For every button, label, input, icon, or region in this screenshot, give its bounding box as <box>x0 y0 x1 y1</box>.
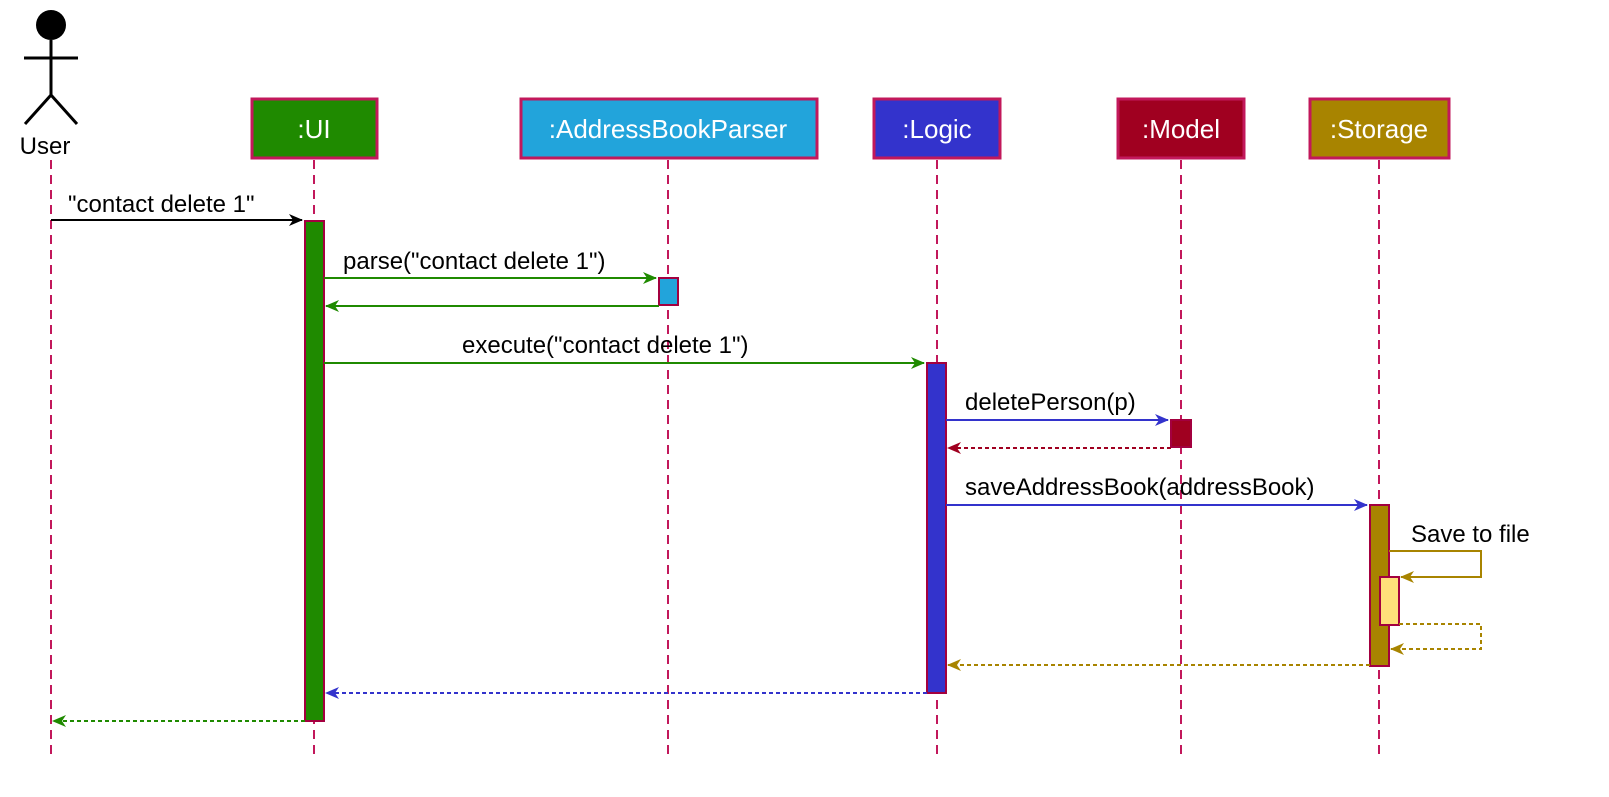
message-label: deletePerson(p) <box>965 389 1136 416</box>
participant-parser-label: :AddressBookParser <box>549 114 788 144</box>
message-delete-person: deletePerson(p) <box>946 389 1169 426</box>
participant-logic: :Logic <box>872 97 1002 160</box>
activation-logic <box>926 362 947 694</box>
return-save-to-file <box>1390 623 1482 655</box>
activation-ui <box>304 220 325 722</box>
message-save-to-file: Save to file <box>1389 521 1530 583</box>
participant-ui-label: :UI <box>297 114 330 144</box>
actor-head <box>36 10 66 40</box>
participant-ui: :UI <box>250 97 379 160</box>
message-parse: parse("contact delete 1") <box>324 248 657 284</box>
message-label: execute("contact delete 1") <box>462 332 749 359</box>
message-label: saveAddressBook(addressBook) <box>965 474 1315 501</box>
activation-model <box>1170 419 1192 448</box>
participant-model: :Model <box>1116 97 1246 160</box>
actor-label: User <box>20 133 71 160</box>
participant-storage-label: :Storage <box>1330 114 1428 144</box>
participant-storage: :Storage <box>1308 97 1451 160</box>
message-save-address-book: saveAddressBook(addressBook) <box>946 474 1368 511</box>
message-label: Save to file <box>1411 521 1530 548</box>
actor-leg-right <box>49 93 79 126</box>
participant-logic-label: :Logic <box>902 114 971 144</box>
activation-parser <box>658 277 679 306</box>
actor-leg-left <box>23 93 53 126</box>
message-label: parse("contact delete 1") <box>343 248 606 275</box>
participant-model-label: :Model <box>1142 114 1220 144</box>
activation-storage-nested <box>1379 576 1400 626</box>
message-user-to-ui: "contact delete 1" <box>51 191 303 226</box>
user-actor: User <box>20 10 79 160</box>
participant-parser: :AddressBookParser <box>519 97 819 160</box>
message-label: "contact delete 1" <box>68 191 255 218</box>
message-execute: execute("contact delete 1") <box>324 332 925 369</box>
